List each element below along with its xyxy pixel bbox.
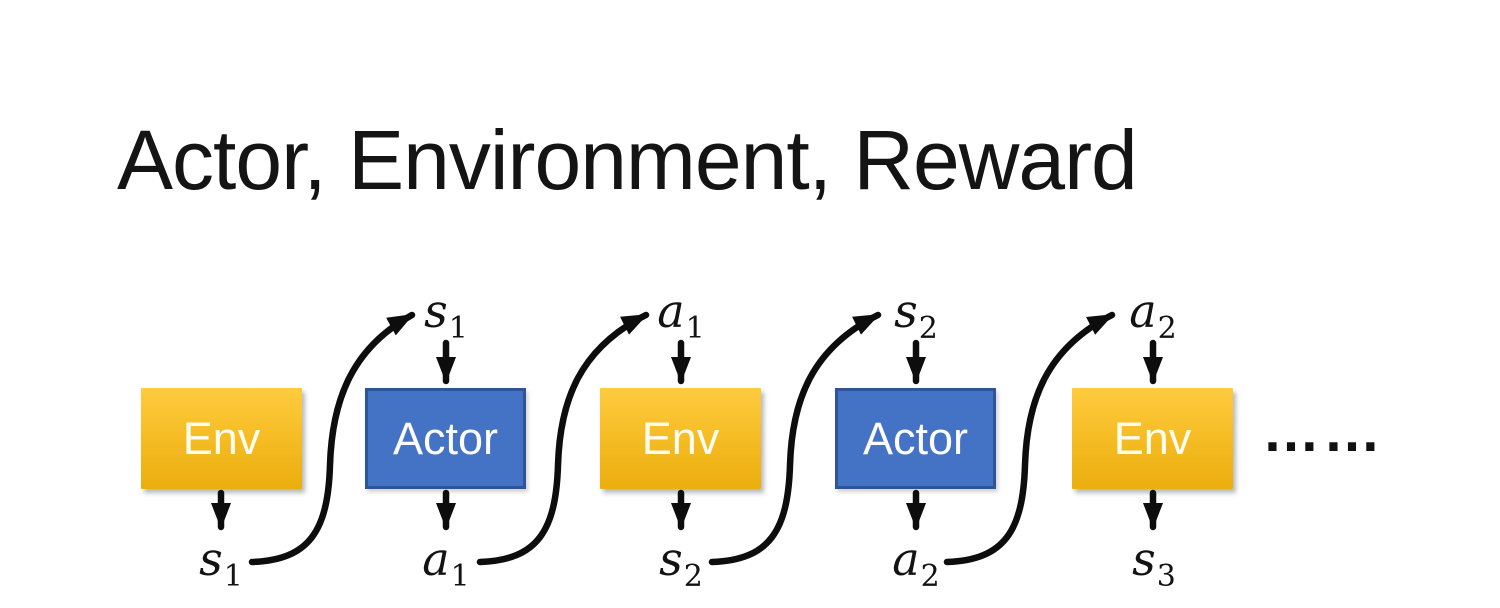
top-label-a2: a2 [1129, 284, 1177, 344]
actor-box-1-label: Actor [392, 412, 499, 464]
continuation-ellipsis: …… [1262, 399, 1384, 464]
bottom-label-s2-sub: 2 [683, 559, 703, 594]
actor-box-1: Actor [365, 388, 526, 489]
page-title: Actor, Environment, Reward [117, 113, 1138, 207]
top-label-s1-sub: 1 [448, 311, 468, 346]
env-box-2: Env [600, 388, 761, 489]
top-label-a1-base: a [657, 284, 685, 338]
env-box-2-label: Env [641, 412, 720, 464]
top-label-s1: s1 [424, 284, 468, 344]
bottom-label-a2-base: a [892, 532, 920, 586]
bottom-label-a1-base: a [422, 532, 450, 586]
top-label-s2-base: s [894, 284, 918, 338]
bottom-label-s1: s1 [199, 532, 243, 592]
env-box-3-label: Env [1113, 412, 1192, 464]
bottom-label-s3-sub: 3 [1156, 559, 1176, 594]
bottom-label-a2-sub: 2 [920, 559, 940, 594]
top-label-s2: s2 [894, 284, 938, 344]
bottom-label-a1-sub: 1 [450, 559, 470, 594]
actor-box-2-label: Actor [862, 412, 969, 464]
env-box-1-label: Env [182, 412, 261, 464]
bottom-label-s1-base: s [199, 532, 223, 586]
actor-box-2: Actor [835, 388, 996, 489]
bottom-label-s2-base: s [659, 532, 683, 586]
bottom-label-s3-base: s [1132, 532, 1156, 586]
top-label-a1-sub: 1 [685, 311, 705, 346]
bottom-label-s1-sub: 1 [223, 559, 243, 594]
top-label-s2-sub: 2 [918, 311, 938, 346]
top-label-a2-base: a [1129, 284, 1157, 338]
bottom-label-a1: a1 [422, 532, 470, 592]
bottom-label-s3: s3 [1132, 532, 1176, 592]
bottom-label-s2: s2 [659, 532, 703, 592]
top-label-a1: a1 [657, 284, 705, 344]
env-box-1: Env [141, 388, 302, 489]
top-label-s1-base: s [424, 284, 448, 338]
env-box-3: Env [1072, 388, 1233, 489]
bottom-label-a2: a2 [892, 532, 940, 592]
top-label-a2-sub: 2 [1157, 311, 1177, 346]
